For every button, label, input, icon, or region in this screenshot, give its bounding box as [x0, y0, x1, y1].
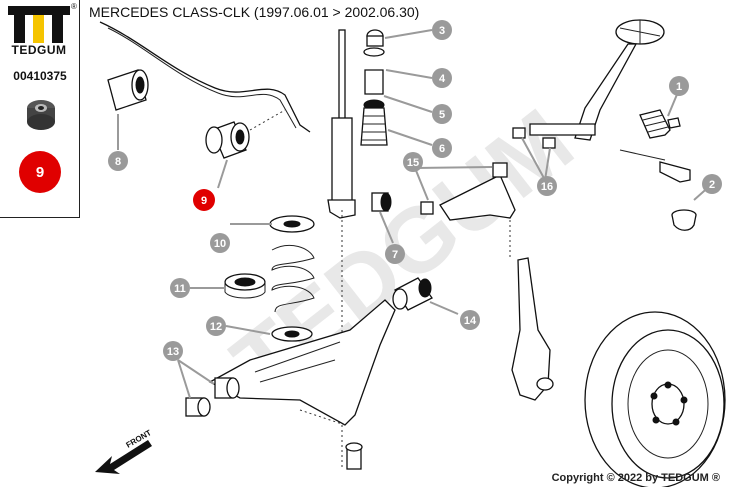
svg-text:15: 15 — [407, 157, 419, 169]
svg-text:3: 3 — [439, 25, 445, 37]
tedgum-logo — [8, 6, 70, 43]
ball-joint — [345, 442, 363, 470]
steering-column — [529, 19, 666, 161]
callout-11[interactable]: 11 — [170, 278, 190, 298]
bushing-thumbnail — [27, 100, 55, 130]
svg-text:6: 6 — [439, 143, 445, 155]
lower-control-arm — [208, 299, 396, 426]
bushing-8 — [107, 69, 149, 111]
svg-text:8: 8 — [115, 156, 121, 168]
callout-2[interactable]: 2 — [702, 174, 722, 194]
callout-5[interactable]: 5 — [432, 104, 452, 124]
part-number: 00410375 — [13, 69, 67, 83]
callout-3[interactable]: 3 — [432, 20, 452, 40]
bushing-9 — [205, 109, 286, 159]
part-info-panel: ® TEDGUM 00410375 9 — [0, 0, 80, 218]
svg-text:1: 1 — [676, 81, 682, 93]
callout-7[interactable]: 7 — [385, 244, 405, 264]
position-badge[interactable]: 9 — [19, 151, 61, 193]
callout-12[interactable]: 12 — [206, 316, 226, 336]
callout-13[interactable]: 13 — [163, 341, 183, 361]
callout-14[interactable]: 14 — [460, 310, 480, 330]
callout-4[interactable]: 4 — [432, 68, 452, 88]
steering-boot-1 — [639, 109, 681, 139]
leader-lines — [117, 29, 713, 399]
callout-1[interactable]: 1 — [669, 76, 689, 96]
bearing-11 — [224, 273, 266, 299]
upper-control-arm — [371, 127, 556, 260]
callout-9-highlight[interactable]: 9 — [193, 189, 215, 211]
bushing-14 — [392, 277, 433, 311]
svg-text:11: 11 — [174, 283, 186, 295]
stabilizer-bar — [99, 21, 311, 133]
front-direction-arrow: FRONT — [95, 428, 153, 474]
registered-mark: ® — [71, 2, 77, 11]
svg-text:16: 16 — [541, 181, 553, 193]
svg-text:10: 10 — [214, 238, 226, 250]
svg-text:12: 12 — [210, 321, 222, 333]
steering-knuckle — [511, 257, 554, 401]
svg-text:7: 7 — [392, 249, 398, 261]
brand-name: TEDGUM — [11, 43, 67, 57]
svg-text:4: 4 — [439, 73, 446, 85]
page-title: MERCEDES CLASS-CLK (1997.06.01 > 2002.06… — [89, 4, 420, 20]
callout-15[interactable]: 15 — [403, 152, 423, 172]
callout-10[interactable]: 10 — [210, 233, 230, 253]
svg-text:13: 13 — [167, 346, 179, 358]
copyright-notice: Copyright © 2022 by TEDGUM ® — [551, 472, 720, 484]
callout-8[interactable]: 8 — [108, 151, 128, 171]
svg-text:14: 14 — [464, 315, 477, 327]
top-mount-stack — [360, 29, 388, 146]
svg-text:9: 9 — [201, 195, 207, 207]
callout-6[interactable]: 6 — [432, 138, 452, 158]
callout-16[interactable]: 16 — [537, 176, 557, 196]
tie-rod-end-2 — [659, 161, 697, 231]
svg-text:2: 2 — [709, 179, 715, 191]
wheel — [584, 311, 726, 487]
svg-text:5: 5 — [439, 109, 445, 121]
bushing-13 — [185, 377, 240, 417]
